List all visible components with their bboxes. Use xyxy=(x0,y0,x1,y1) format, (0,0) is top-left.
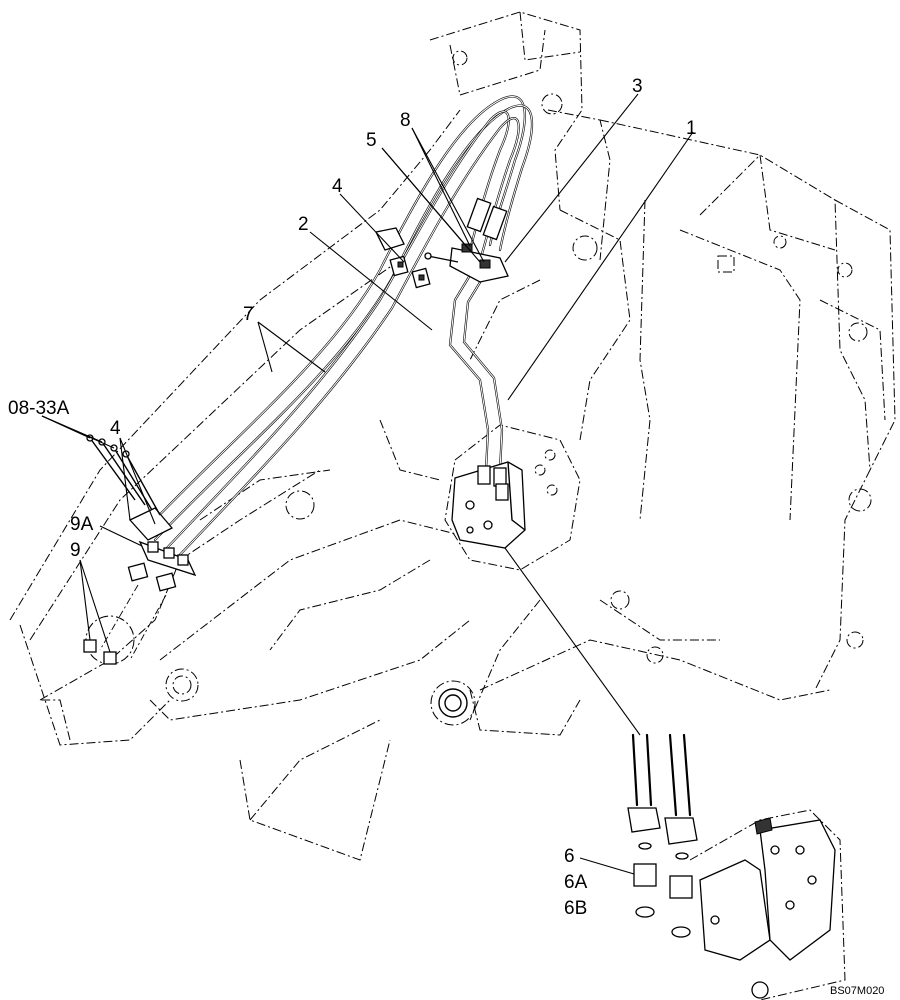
bracket-3 xyxy=(449,247,509,283)
o-ring-6b xyxy=(671,926,691,938)
callout-08-33a: 08-33A xyxy=(8,398,70,419)
hose-assembly-7 xyxy=(143,95,534,562)
fitting-9a xyxy=(127,562,149,582)
clamp-4-upper xyxy=(375,227,431,289)
valve-port-fitting xyxy=(477,465,491,485)
callout-6: 6 xyxy=(564,846,575,867)
valve-port-fitting xyxy=(493,467,507,487)
fitting-9a xyxy=(155,572,177,592)
callout-6a: 6A xyxy=(564,872,588,893)
loader-frame-phantom xyxy=(9,11,896,861)
hose-end-fitting xyxy=(482,205,508,241)
callout-4: 4 xyxy=(332,176,343,197)
callout-9: 9 xyxy=(70,540,81,561)
callout-labels: 1 2 3 4 4 5 8 7 08-33A 9A 9 6 6A 6B BS07… xyxy=(8,76,884,997)
upper-fittings xyxy=(424,197,509,283)
adapter-6 xyxy=(669,875,693,899)
callout-6b: 6B xyxy=(564,898,587,919)
callout-7: 7 xyxy=(243,304,254,325)
callout-9a: 9A xyxy=(70,514,94,535)
o-ring-6b xyxy=(635,906,655,918)
adapter-6 xyxy=(633,863,657,887)
hose-nut xyxy=(664,817,698,845)
fitting-5 xyxy=(461,243,473,253)
callout-8: 8 xyxy=(400,110,411,131)
callout-3: 3 xyxy=(632,76,643,97)
steel-tubes-1-2 xyxy=(448,260,504,472)
callout-5: 5 xyxy=(366,130,377,151)
fitting-8 xyxy=(479,259,491,269)
fitting-9 xyxy=(103,651,117,665)
hose-end-fitting xyxy=(466,197,492,233)
main-control-valve xyxy=(451,461,641,736)
leader-lines xyxy=(41,93,694,875)
detail-view-6 xyxy=(627,733,846,1000)
hose-nut xyxy=(627,807,661,833)
figure-code: BS07M020 xyxy=(830,985,884,997)
valve-port-fitting xyxy=(495,483,509,501)
fitting-9 xyxy=(83,639,97,653)
callout-1: 1 xyxy=(686,118,697,139)
callout-2: 2 xyxy=(298,214,309,235)
callout-4: 4 xyxy=(110,418,121,439)
